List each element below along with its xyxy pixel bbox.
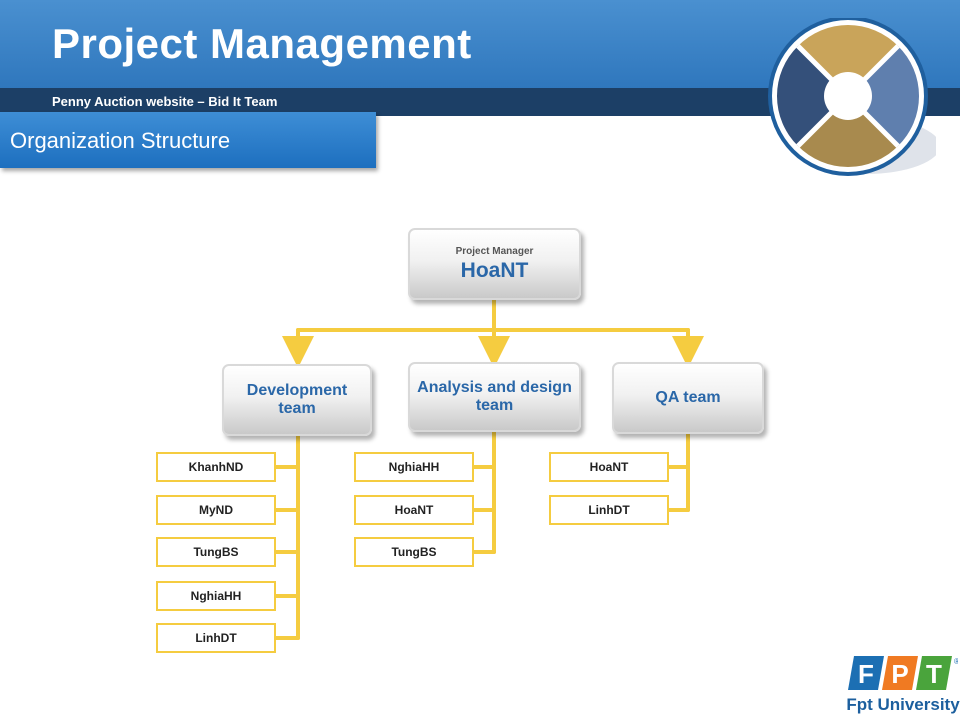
analysis-member: NghiaHH — [354, 452, 474, 482]
development-member: NghiaHH — [156, 581, 276, 611]
development-member: TungBS — [156, 537, 276, 567]
development-member: MyND — [156, 495, 276, 525]
qa-team-node: QA team — [612, 362, 764, 434]
analysis-member: TungBS — [354, 537, 474, 567]
development-member: LinhDT — [156, 623, 276, 653]
team-label: QA team — [655, 389, 721, 406]
slide-subtitle: Penny Auction website – Bid It Team — [52, 94, 278, 109]
qa-member: LinhDT — [549, 495, 669, 525]
project-manager-node: Project Manager HoaNT — [408, 228, 581, 300]
slide-title: Project Management — [52, 20, 472, 67]
analysis-member: HoaNT — [354, 495, 474, 525]
fpt-logo-icon: F P T ® — [848, 656, 958, 690]
fpt-university-label: Fpt University — [846, 695, 960, 714]
project-manager-name: HoaNT — [460, 258, 529, 282]
fpt-registered-mark: ® — [954, 657, 958, 666]
section-title: Organization Structure — [10, 128, 231, 153]
team-label: Analysis and design team — [417, 379, 572, 414]
development-team-node: Development team — [222, 364, 372, 436]
header-decoration-icon — [768, 18, 936, 176]
fpt-letter-f: F — [858, 659, 874, 689]
team-label: Development team — [246, 382, 348, 417]
fpt-letter-t: T — [926, 659, 942, 689]
qa-member: HoaNT — [549, 452, 669, 482]
project-manager-role: Project Manager — [455, 245, 534, 257]
development-member: KhanhND — [156, 452, 276, 482]
analysis-design-team-node: Analysis and design team — [408, 362, 581, 432]
fpt-letter-p: P — [891, 659, 908, 689]
section-title-box — [0, 112, 376, 168]
